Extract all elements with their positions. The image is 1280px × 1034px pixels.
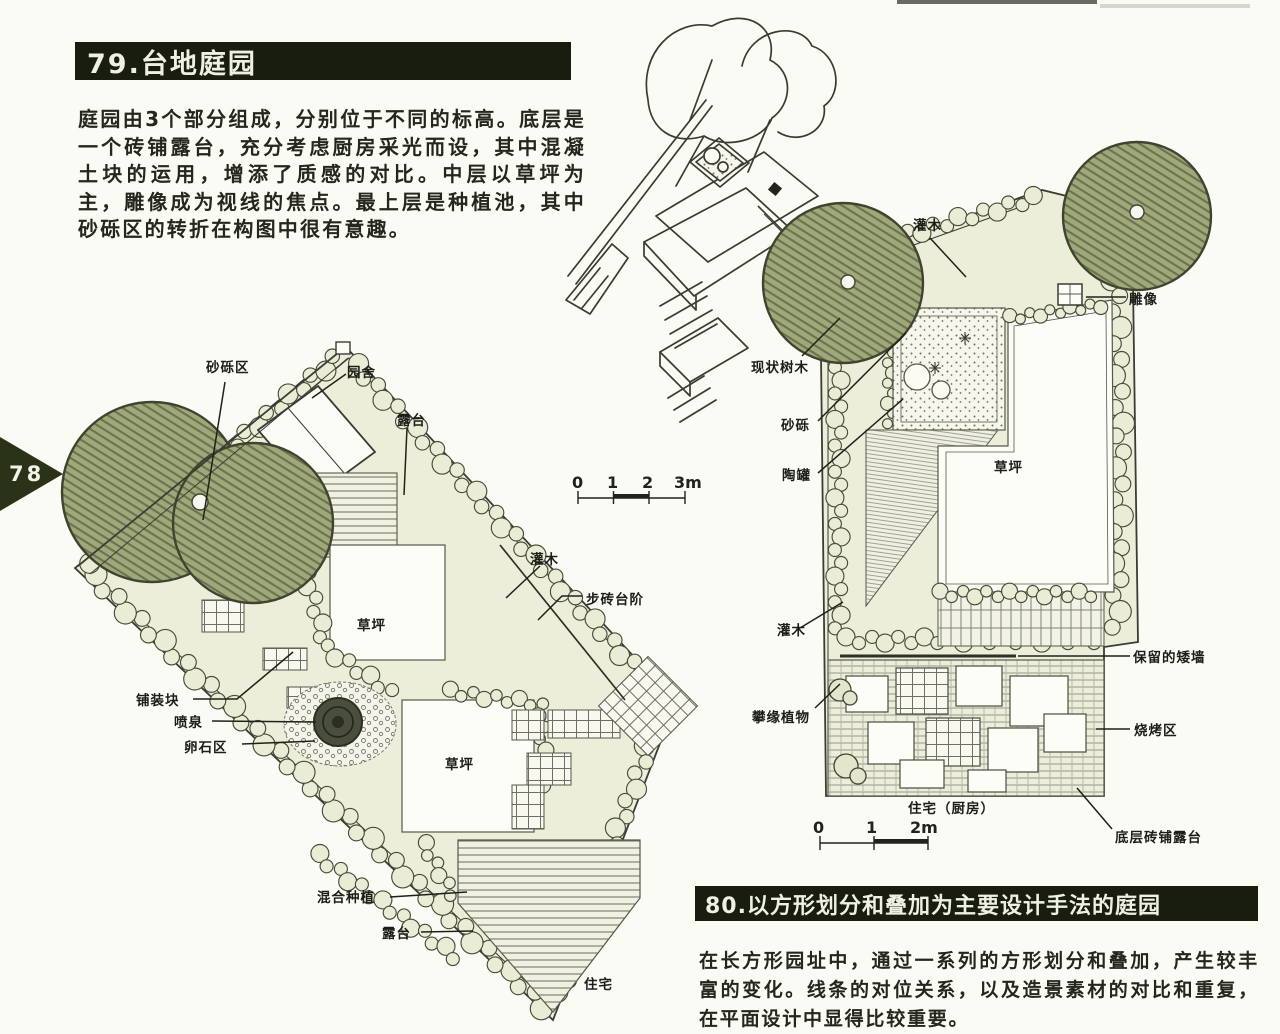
section-79-header-bar: 79.台地庭园 (75, 42, 571, 80)
plan-left-drawing (60, 341, 699, 1022)
label-retained-low-wall: 保留的矮墙 (1133, 650, 1206, 666)
label-existing-trees: 现状树木 (751, 360, 809, 376)
label-lawn-lower: 草坪 (445, 757, 474, 773)
scale-tick: 3m (674, 473, 702, 492)
plan-right-drawing (757, 140, 1213, 797)
axonometric-sketch (565, 17, 877, 423)
label-paving-blocks: 铺装块 (136, 693, 180, 709)
section-80-title: 80.以方形划分和叠加为主要设计手法的庭园 (705, 893, 1161, 919)
scale-bar-left: 0 1 2 3m (572, 473, 702, 504)
label-pottery-jar: 陶罐 (782, 468, 811, 484)
label-terrace-upper: 露台 (397, 413, 426, 429)
section-80-header-bar: 80.以方形划分和叠加为主要设计手法的庭园 (695, 886, 1258, 921)
label-shrub-left: 灌木 (777, 623, 806, 639)
plan-left-leaders (193, 373, 582, 933)
scale-bar-right: 0 1 2m (813, 818, 938, 850)
scale-tick: 2 (642, 473, 653, 492)
label-shrub-left-plan: 灌木 (530, 552, 559, 568)
label-fountain: 喷泉 (174, 715, 203, 731)
label-terrace-lower: 露台 (382, 926, 411, 942)
section-79-title: 79.台地庭园 (87, 48, 257, 80)
label-house-kitchen: 住宅（厨房） (908, 801, 995, 817)
page-number: 78 (9, 462, 45, 486)
section-80-body: 在长方形园址中，通过一系列的方形划分和叠加，产生较丰富的变化。线条的对位关系，以… (699, 950, 1259, 1030)
scan-artifact (897, 0, 1097, 4)
plan-right-leaders (799, 237, 1130, 830)
scan-artifact (1100, 4, 1250, 8)
scale-tick: 2m (910, 818, 938, 837)
label-pebble-area: 卵石区 (184, 740, 228, 756)
label-gravel-area: 砂砾区 (206, 360, 250, 376)
label-lawn-right-plan: 草坪 (994, 460, 1023, 476)
section-79-body: 庭园由3个部分组成，分别位于不同的标高。底层是一个砖铺露台，充分考虑厨房采光而设… (78, 107, 586, 241)
scale-tick: 0 (813, 818, 824, 837)
label-climbing-plants: 攀缘植物 (752, 710, 810, 726)
label-garden-house: 园舍 (347, 365, 376, 381)
label-gravel: 砂砾 (781, 418, 810, 434)
scale-tick: 0 (572, 473, 583, 492)
label-house: 住宅 (584, 977, 613, 993)
label-shrub-top: 灌木 (913, 218, 942, 234)
label-ground-brick-terrace: 底层砖铺露台 (1115, 830, 1202, 846)
label-bbq-area: 烧烤区 (1134, 723, 1178, 739)
label-mixed-planting: 混合种植 (317, 890, 375, 906)
scale-tick: 1 (607, 473, 618, 492)
label-lawn-upper: 草坪 (357, 618, 386, 634)
label-brick-steps: 步砖台阶 (586, 592, 644, 608)
scale-tick: 1 (866, 818, 877, 837)
label-statue: 雕像 (1129, 292, 1158, 308)
